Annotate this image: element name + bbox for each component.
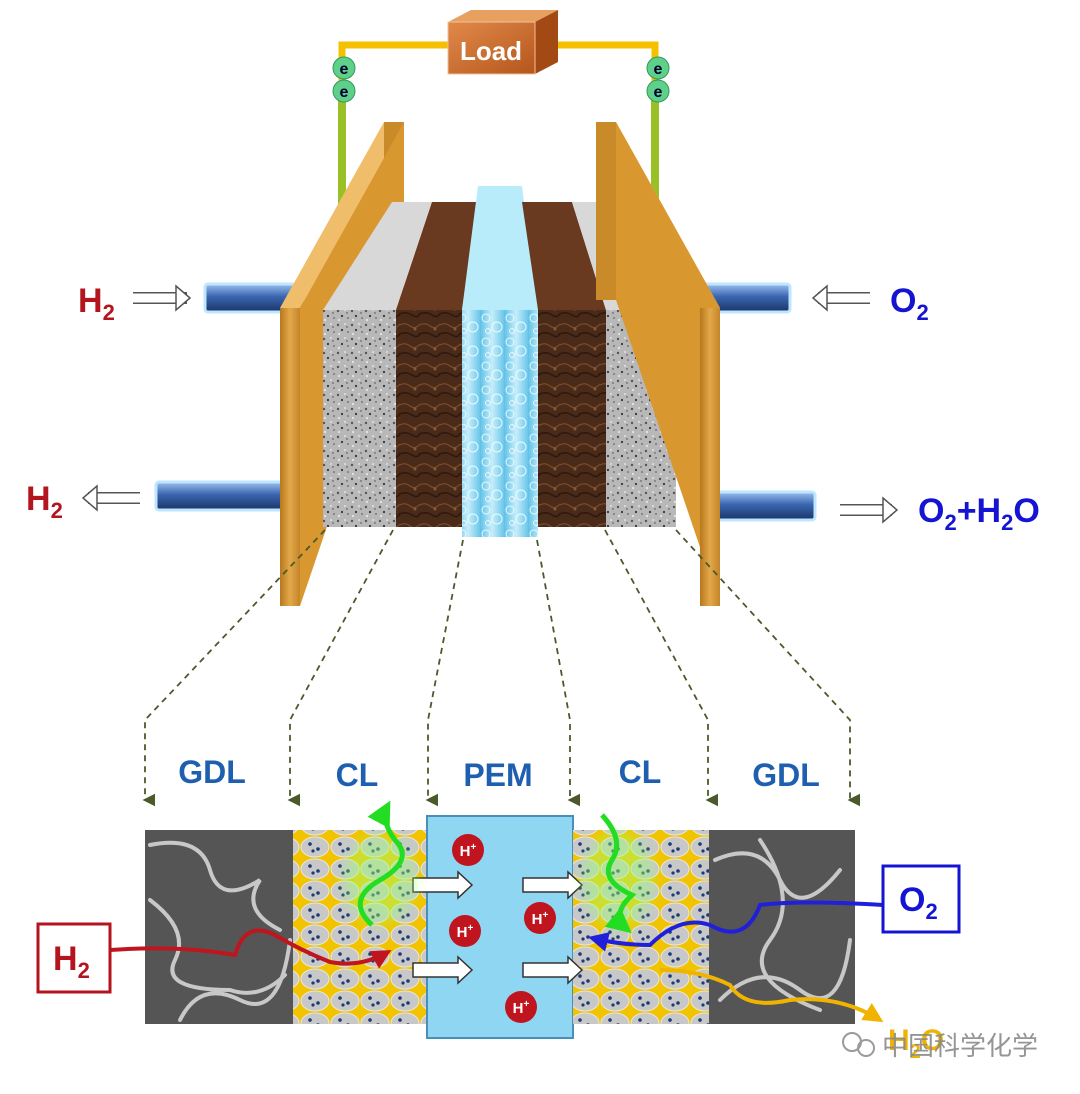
anode-outlet-label: H2 — [26, 480, 63, 523]
electron-label: e — [654, 61, 663, 78]
electron-path-left — [344, 800, 416, 927]
oxygen-input-box: O2 — [881, 864, 961, 934]
svg-text:H+: H+ — [460, 842, 477, 860]
cathode-outlet-pipe — [713, 490, 817, 522]
membrane-layer — [462, 186, 538, 537]
proton-2: H+ — [449, 915, 481, 947]
electron-right-1: e — [646, 56, 670, 80]
water-path — [659, 968, 884, 1023]
hydrogen-input-box: H2 — [36, 922, 112, 994]
electron-label: e — [340, 61, 349, 78]
load-box: Load — [447, 10, 558, 75]
proton-arrows — [412, 870, 584, 985]
oxygen-path — [588, 900, 884, 952]
electron-path-right — [582, 813, 654, 934]
gdl-left-label: GDL — [178, 754, 246, 790]
anode-outlet-pipe — [154, 480, 288, 512]
right-end-plate — [596, 122, 720, 606]
anode-catalyst-layer — [396, 202, 478, 527]
anode-inlet-label: H2 — [78, 282, 115, 325]
gdl-right-section — [709, 830, 855, 1024]
zoom-connectors — [142, 529, 861, 807]
cl-right-label: CL — [619, 754, 662, 790]
electron-label: e — [654, 84, 663, 101]
pem-label: PEM — [463, 757, 532, 793]
electron-left-2: e — [332, 79, 356, 103]
electron-right-2: e — [646, 79, 670, 103]
load-label: Load — [460, 36, 522, 66]
gdl-right-label: GDL — [752, 757, 820, 793]
cathode-catalyst-layer — [522, 202, 606, 527]
proton-3: H+ — [524, 902, 556, 934]
proton-1: H+ — [452, 834, 484, 866]
cathode-outlet-label: O2+H2O — [918, 492, 1040, 535]
proton-4: H+ — [505, 991, 537, 1023]
water-output-label: H2O — [888, 1024, 944, 1063]
svg-text:H+: H+ — [532, 910, 549, 928]
watermark: 中国科学化学 — [842, 1031, 1038, 1061]
svg-text:O2: O2 — [899, 881, 938, 924]
svg-text:H+: H+ — [457, 923, 474, 941]
svg-text:H2: H2 — [53, 940, 90, 983]
anode-gdl-layer — [323, 202, 432, 527]
cl-left-label: CL — [336, 757, 379, 793]
watermark-text: 中国科学化学 — [882, 1031, 1038, 1061]
electron-label: e — [340, 84, 349, 101]
electron-left-1: e — [332, 56, 356, 80]
hydrogen-path — [109, 928, 392, 969]
cathode-inlet-label: O2 — [890, 282, 929, 325]
svg-text:H+: H+ — [513, 999, 530, 1017]
